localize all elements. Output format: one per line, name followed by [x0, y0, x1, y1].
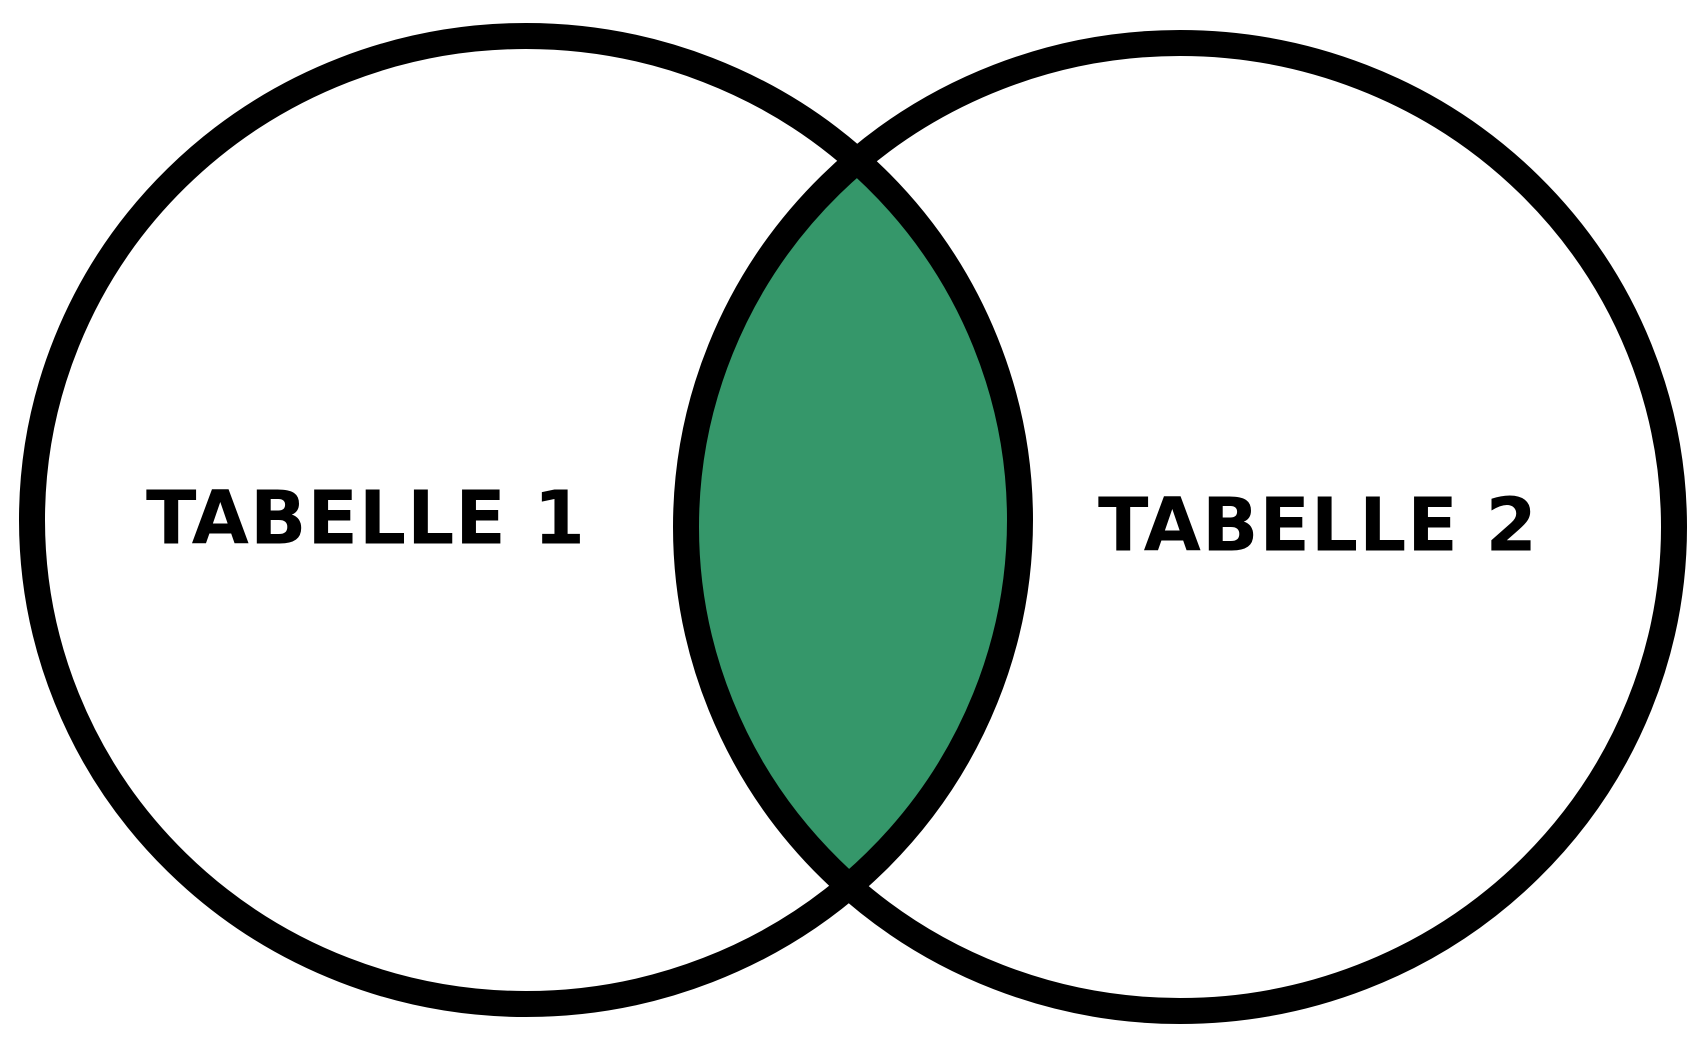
- set-1-outline: [19, 23, 1033, 1017]
- set-2-outline: [673, 30, 1687, 1024]
- set-1-label: TABELLE 1: [146, 476, 586, 562]
- intersection-region: [686, 43, 1020, 1004]
- set-2-label: TABELLE 2: [1098, 483, 1538, 569]
